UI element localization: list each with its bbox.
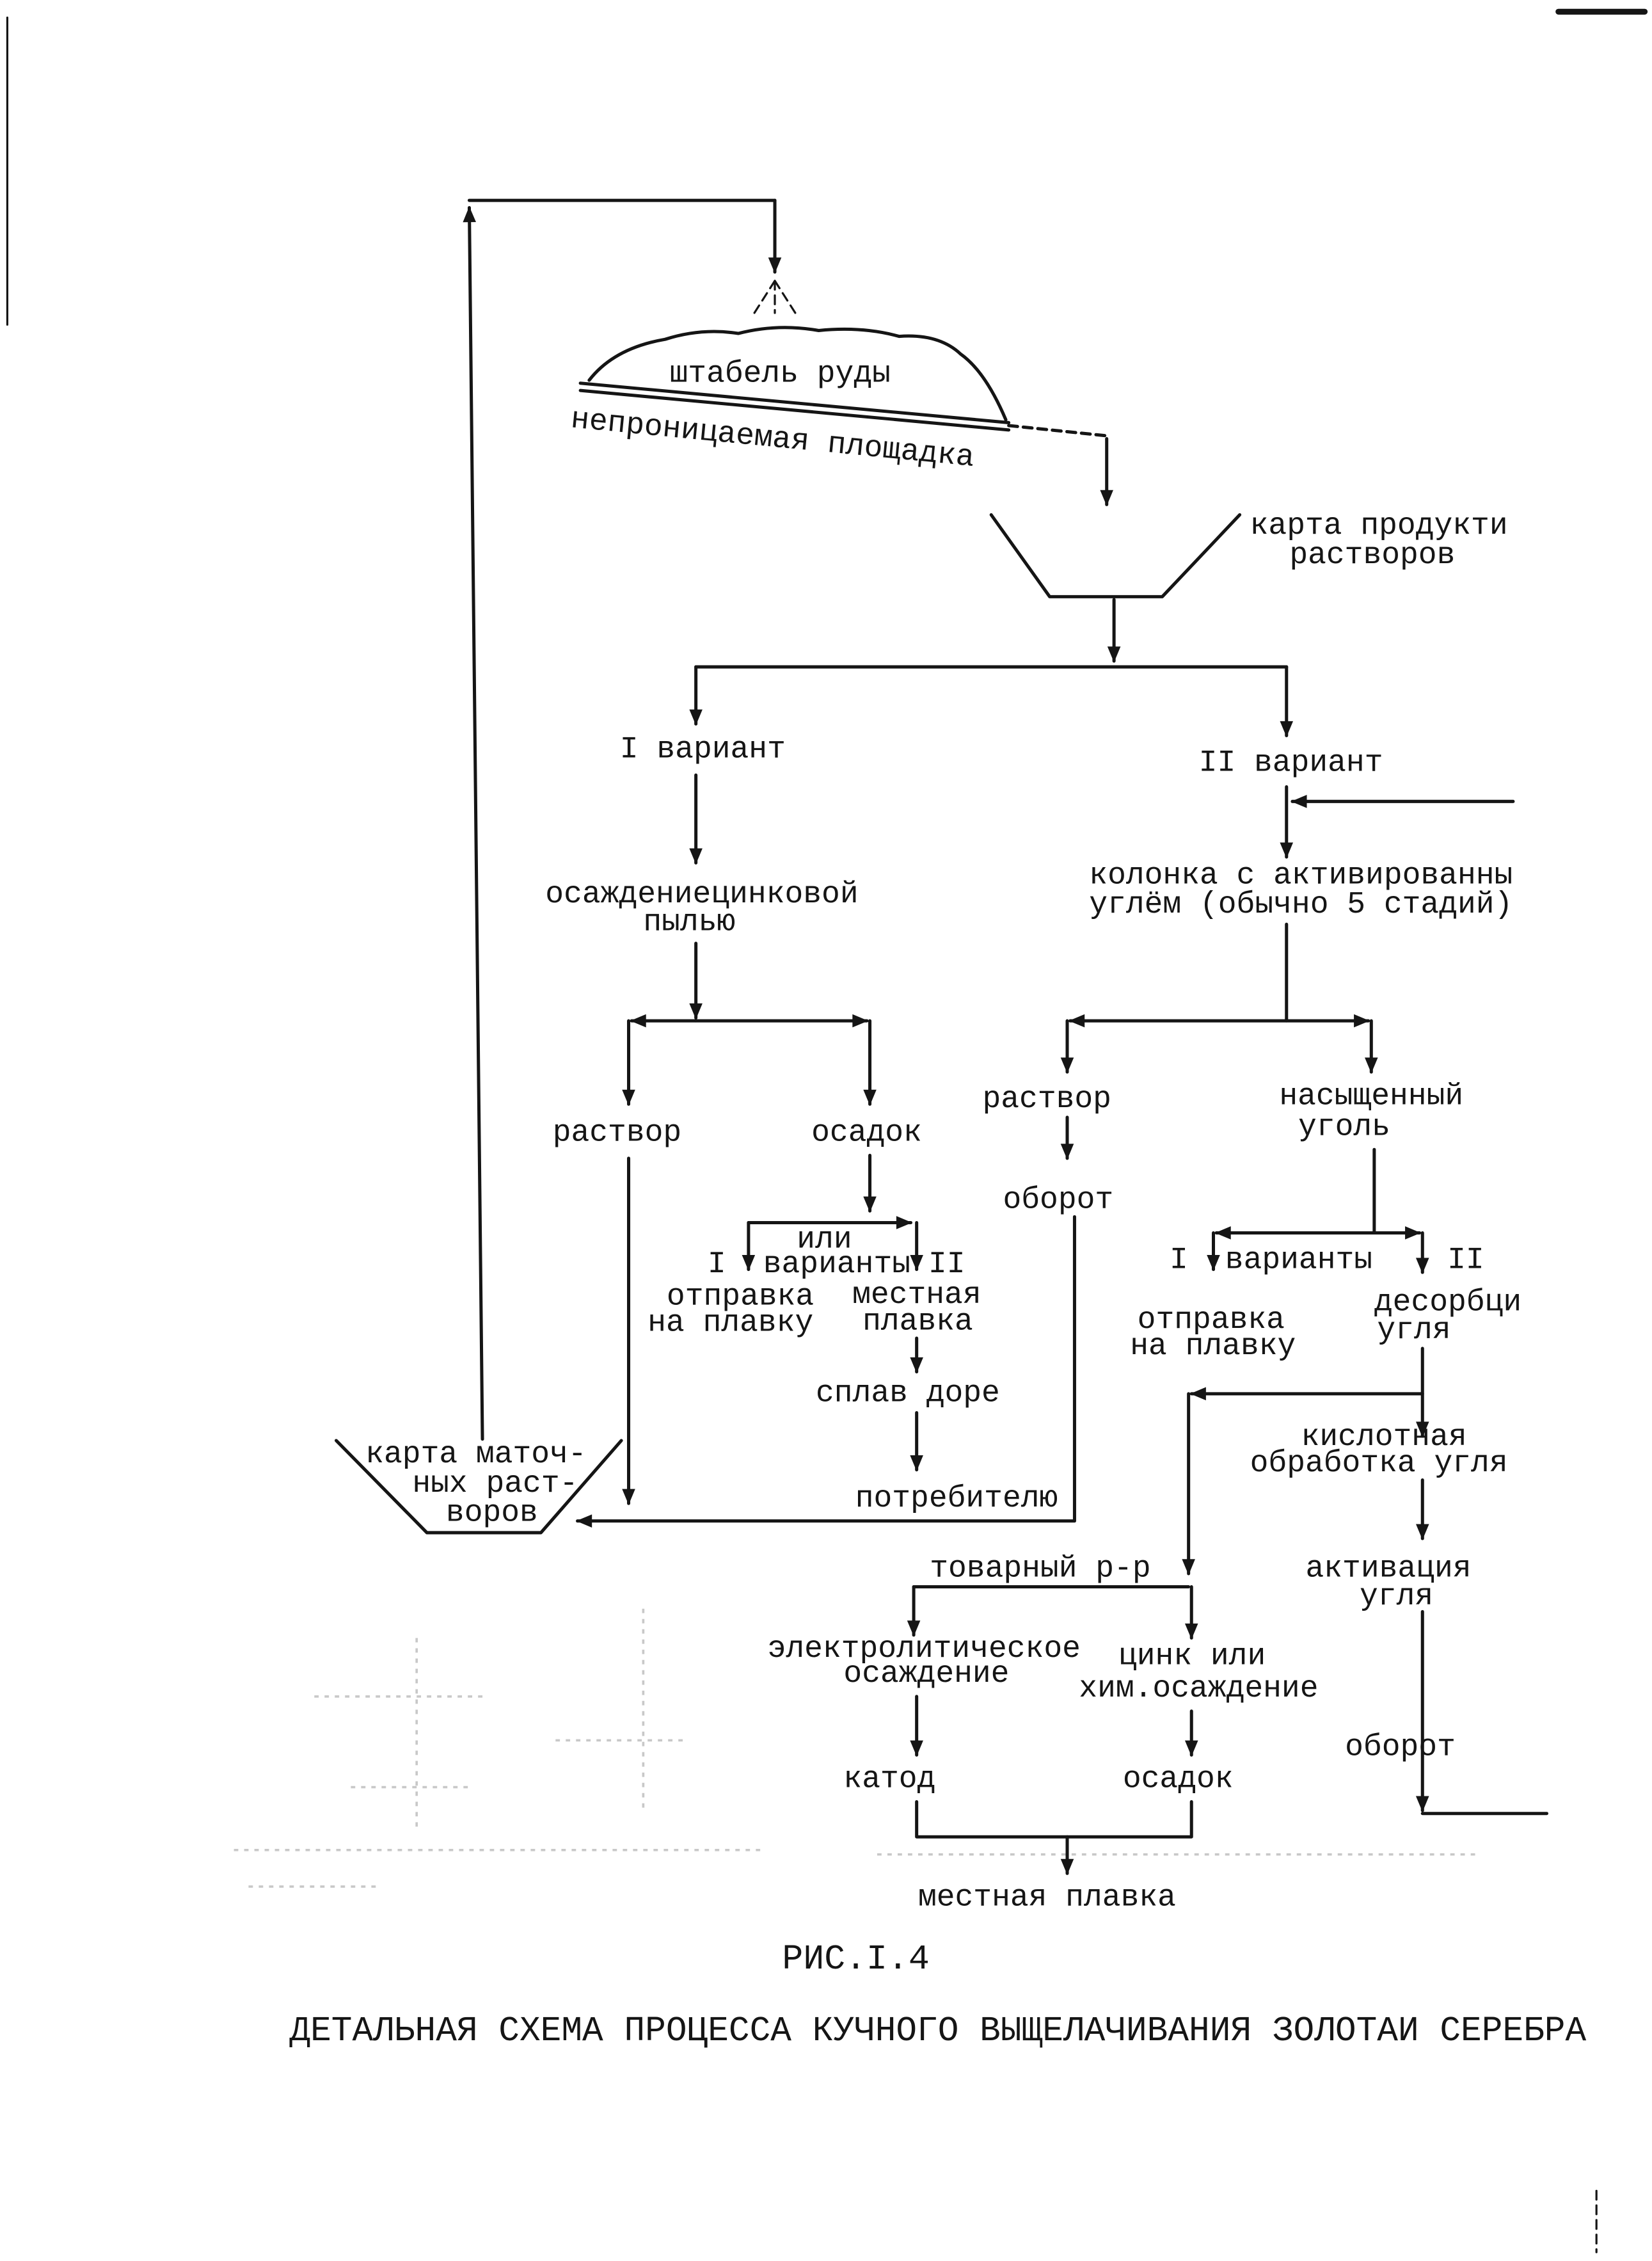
carbon-ship-line1: отправка: [1138, 1303, 1285, 1338]
pregnant-pond-label-line2: растворов: [1289, 538, 1455, 573]
variant-1-label: I вариант: [620, 733, 786, 767]
dore-label: сплав доре: [816, 1376, 1000, 1410]
figure-caption: РИС.I.4 ДЕТАЛЬНАЯ СХЕМА ПРОЦЕССА КУЧНОГО…: [289, 1940, 1586, 2051]
barren-pond-shape: [335, 1439, 623, 1535]
variant-split: I вариант II вариант: [620, 665, 1383, 780]
consumer-label: потребителю: [855, 1482, 1058, 1516]
or-label: или: [797, 1222, 852, 1257]
activation-line2: угля: [1360, 1579, 1433, 1614]
heap-label: штабель руды: [670, 356, 891, 391]
metal-recovery: товарный р-р электролитическое осаждение…: [768, 1551, 1319, 1915]
desorption-line1: десорбци: [1374, 1286, 1521, 1320]
recycle-return-line: [576, 1215, 1076, 1528]
carbon-recycle-label: оборот: [1345, 1730, 1456, 1764]
acid-wash-line1: кислотная: [1301, 1420, 1467, 1455]
barren-solution-label: раствор: [982, 1082, 1111, 1117]
recycle-label: оборот: [1003, 1183, 1113, 1218]
option-2-numeral: II: [928, 1247, 965, 1282]
zinc-chem-line1: цинк или: [1118, 1640, 1266, 1674]
figure-title: ДЕТАЛЬНАЯ СХЕМА ПРОЦЕССА КУЧНОГО ВЫЩЕЛАЧ…: [289, 2011, 1586, 2051]
pregnant-pond: карта продукти растворов: [989, 509, 1508, 663]
impermeable-pad: [578, 381, 1011, 432]
ore-heap: штабель руды непроницаемая площадка: [569, 326, 1113, 506]
variant-2-label: II вариант: [1199, 746, 1383, 780]
zinc-chem-line2: хим.осаждение: [1079, 1672, 1318, 1706]
electrowinning-line2: осаждение: [843, 1657, 1009, 1691]
barren-pond-line2: ных раст-: [412, 1467, 578, 1501]
scan-artifacts: [6, 8, 1648, 2253]
loaded-carbon-line1: насыщенный: [1279, 1079, 1463, 1114]
electrowinning-line1: электролитическое: [768, 1632, 1081, 1666]
option-1-numeral: I: [708, 1247, 726, 1282]
local-smelting-line1: местная: [852, 1278, 981, 1313]
ship-to-smelter-line1: отправка: [667, 1279, 814, 1314]
carbon-option-1-numeral: I: [1170, 1243, 1188, 1277]
return-line-up: [463, 205, 484, 1441]
desorption-line2: угля: [1377, 1313, 1450, 1348]
pregnant-solution-label: товарный р-р: [930, 1551, 1150, 1586]
carbon-variants-label: варианты: [1225, 1243, 1372, 1277]
loaded-carbon-line2: уголь: [1298, 1110, 1390, 1144]
barren-pond-line3: воров: [446, 1496, 538, 1531]
barren-pond-line1: карта маточ-: [365, 1437, 586, 1472]
pregnant-pond-label-line1: карта продукти: [1250, 509, 1508, 543]
cathode-label: катод: [843, 1762, 935, 1797]
acid-wash-line2: обработка угля: [1250, 1446, 1508, 1481]
pad-drain-line: [1007, 424, 1109, 438]
activation-line1: активация: [1305, 1551, 1471, 1586]
carbon-option-2-numeral: II: [1447, 1243, 1484, 1277]
solution-label: раствор: [553, 1115, 682, 1150]
precipitate-label: осадок: [811, 1115, 922, 1150]
variant-2-branch: колонка с активированны углём (обычно 5 …: [576, 785, 1548, 1816]
local-smelting-line2: плавка: [862, 1304, 973, 1339]
merge-line: [915, 1800, 1193, 1839]
bleed-through-marks: [234, 1608, 1477, 1888]
pregnant-pond-shape: [989, 513, 1242, 598]
figure-number: РИС.I.4: [782, 1940, 929, 1979]
heap-outline: [587, 326, 1008, 422]
precipitate-2-label: осадок: [1123, 1762, 1234, 1797]
zinc-dust-label-line2: пылью: [643, 905, 735, 939]
sprinkler-icon: [753, 280, 797, 314]
recirculation-loop: [463, 198, 797, 1441]
carbon-column-line2: углём (обычно 5 стадий): [1089, 888, 1513, 922]
final-smelting-label: местная плавка: [918, 1881, 1176, 1915]
variants-label: варианты: [763, 1247, 910, 1282]
barren-pond: карта маточ- ных раст- воров: [335, 1437, 623, 1535]
carbon-ship-line2: на плавку: [1130, 1329, 1296, 1364]
ship-to-smelter-line2: на плавку: [647, 1306, 813, 1341]
carbon-column-line1: колонка с активированны: [1089, 858, 1513, 893]
variant-1-branch: осаждениецинковой пылью раствор осадок и…: [545, 773, 1058, 1516]
zinc-dust-label-line1: осаждениецинковой: [545, 877, 858, 912]
